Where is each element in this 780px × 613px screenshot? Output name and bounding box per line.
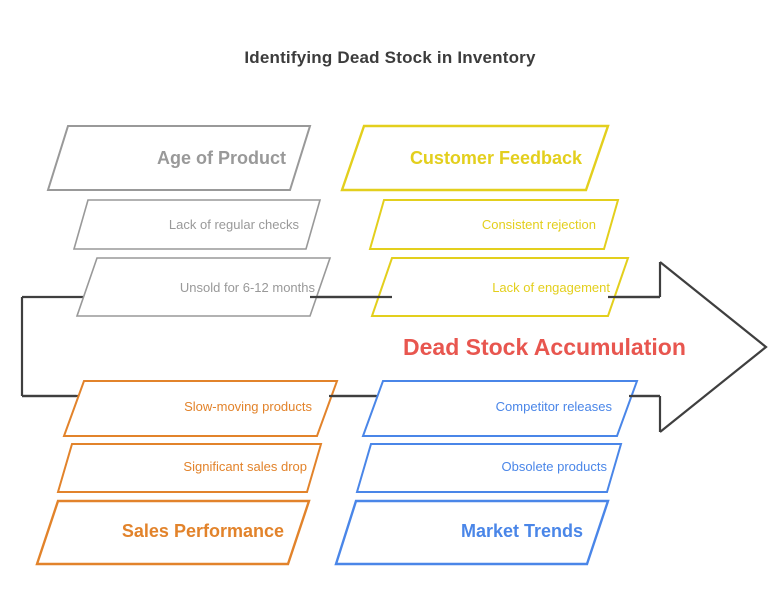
shape-age-of-product-cause-2[interactable] [75,257,332,317]
shape-age-of-product-cause-1[interactable] [72,199,322,250]
shape-age-of-product-header[interactable] [46,125,312,191]
effect-label: Dead Stock Accumulation [403,334,686,360]
shape-sales-performance-cause-2[interactable] [56,443,323,493]
shape-customer-feedback-header[interactable] [340,124,610,192]
group-sales-performance [35,380,339,566]
group-market-trends [334,380,639,566]
group-age-of-product [46,125,332,317]
shape-sales-performance-cause-1[interactable] [62,380,339,437]
shape-market-trends-header[interactable] [334,499,610,566]
shape-customer-feedback-cause-1[interactable] [368,199,620,250]
shape-customer-feedback-cause-2[interactable] [370,257,630,317]
spine-overlay-connectors [22,295,660,398]
shape-sales-performance-header[interactable] [35,499,311,566]
shape-market-trends-cause-1[interactable] [361,380,639,437]
shape-market-trends-cause-2[interactable] [355,443,623,493]
page-title: Identifying Dead Stock in Inventory [244,48,536,67]
arrow-head-icon [659,261,768,433]
group-customer-feedback [340,124,630,317]
